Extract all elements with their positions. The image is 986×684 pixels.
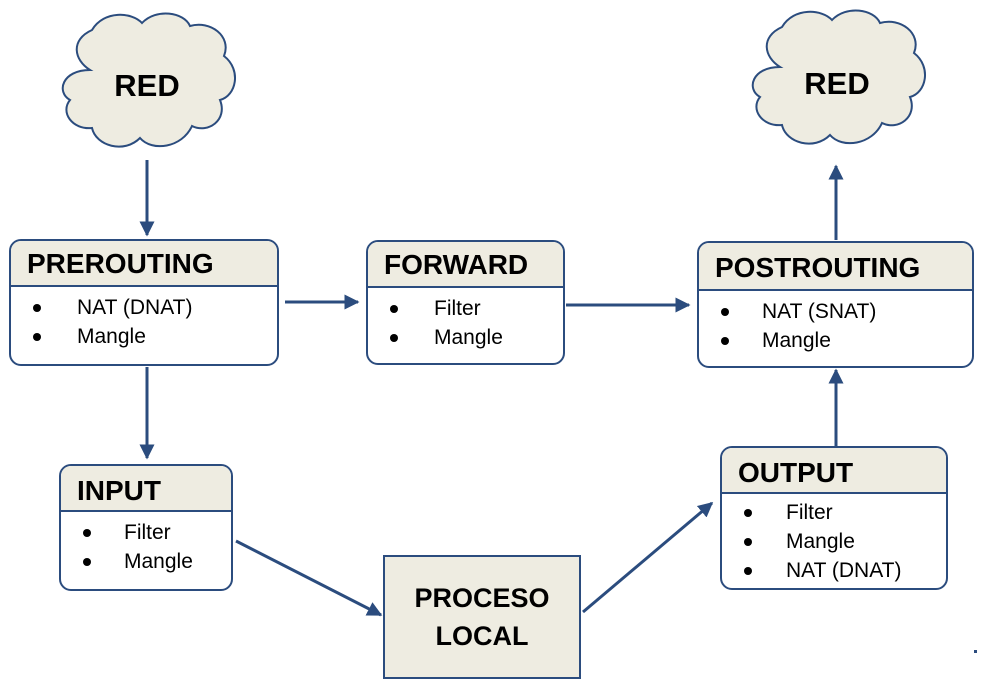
process-label-line1: PROCESO <box>414 583 550 613</box>
arrow-input-to-proceso <box>235 539 383 617</box>
cloud-label: RED <box>804 66 870 101</box>
network-cloud-left: RED <box>52 8 242 163</box>
local-process-box: PROCESO LOCAL <box>383 555 581 679</box>
chain-output: OUTPUT Filter Mangle NAT (DNAT) <box>720 446 948 590</box>
list-item-label: NAT (SNAT) <box>762 300 877 323</box>
list-item: NAT (SNAT) <box>699 297 972 326</box>
bullet-icon <box>744 567 752 575</box>
list-item-label: NAT (DNAT) <box>77 296 193 319</box>
list-item: Mangle <box>61 547 231 576</box>
list-item: Mangle <box>699 326 972 355</box>
chain-table-list: Filter Mangle <box>368 288 563 352</box>
list-item: Mangle <box>368 323 563 352</box>
bullet-icon <box>83 558 91 566</box>
cloud-icon <box>751 9 927 145</box>
cloud-label: RED <box>114 67 180 103</box>
bullet-icon <box>721 337 729 345</box>
bullet-icon <box>744 538 752 546</box>
chain-title: FORWARD <box>368 242 563 288</box>
list-item-label: Mangle <box>762 329 831 352</box>
list-item: NAT (DNAT) <box>722 556 946 585</box>
list-item-label: Filter <box>786 501 833 524</box>
list-item-label: Filter <box>124 521 171 544</box>
list-item-label: Mangle <box>786 530 855 553</box>
network-cloud-right: RED <box>742 5 932 163</box>
list-item-label: Mangle <box>434 326 503 349</box>
chain-title: POSTROUTING <box>699 243 972 291</box>
chain-title: OUTPUT <box>722 448 946 494</box>
list-item-label: Filter <box>434 297 481 320</box>
bullet-icon <box>33 333 41 341</box>
list-item-label: Mangle <box>77 325 146 348</box>
bullet-icon <box>83 529 91 537</box>
process-label-line2: LOCAL <box>435 621 529 651</box>
list-item: Mangle <box>11 322 277 351</box>
arrow-proceso-to-output <box>582 501 714 614</box>
chain-input: INPUT Filter Mangle <box>59 464 233 591</box>
list-item: NAT (DNAT) <box>11 293 277 322</box>
chain-table-list: Filter Mangle <box>61 512 231 576</box>
list-item-label: Mangle <box>124 550 193 573</box>
chain-forward: FORWARD Filter Mangle <box>366 240 565 365</box>
list-item-label: NAT (DNAT) <box>786 559 902 582</box>
chain-title: PREROUTING <box>11 241 277 287</box>
chain-prerouting: PREROUTING NAT (DNAT) Mangle <box>9 239 279 366</box>
chain-postrouting: POSTROUTING NAT (SNAT) Mangle <box>697 241 974 368</box>
list-item: Filter <box>61 518 231 547</box>
bullet-icon <box>721 308 729 316</box>
chain-table-list: Filter Mangle NAT (DNAT) <box>722 494 946 585</box>
chain-title: INPUT <box>61 466 231 512</box>
bullet-icon <box>390 305 398 313</box>
cloud-icon <box>61 12 237 148</box>
chain-table-list: NAT (DNAT) Mangle <box>11 287 277 351</box>
list-item: Filter <box>368 294 563 323</box>
stray-dot <box>974 650 977 653</box>
list-item: Filter <box>722 498 946 527</box>
chain-table-list: NAT (SNAT) Mangle <box>699 291 972 355</box>
bullet-icon <box>744 509 752 517</box>
bullet-icon <box>33 304 41 312</box>
bullet-icon <box>390 334 398 342</box>
list-item: Mangle <box>722 527 946 556</box>
